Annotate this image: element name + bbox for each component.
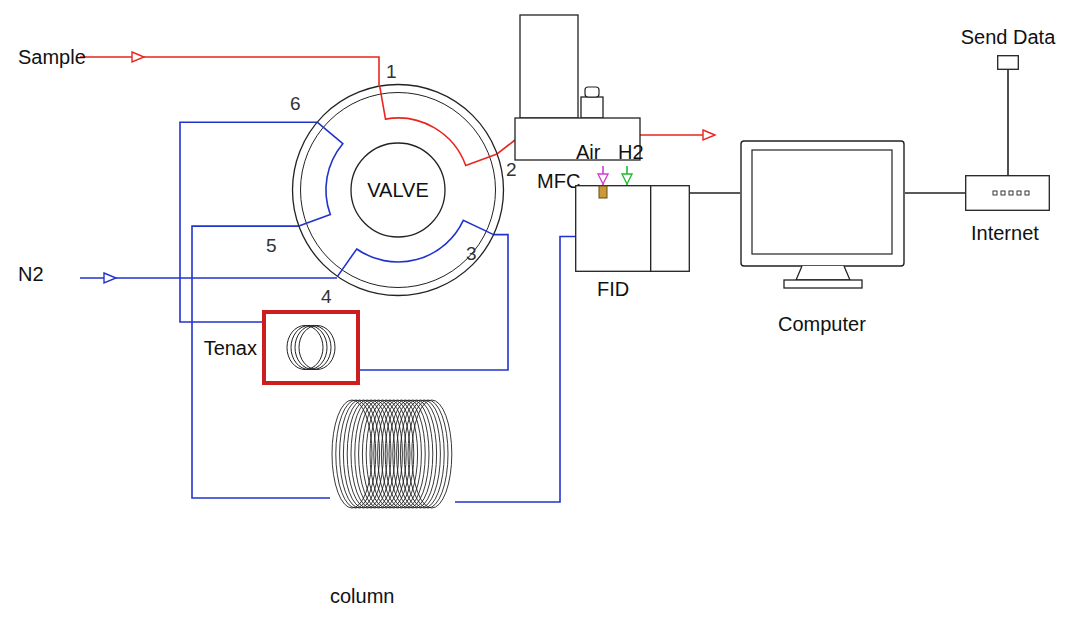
node-shape	[515, 15, 640, 162]
router-led	[1025, 191, 1029, 195]
n2-arrow	[104, 273, 116, 283]
node-shape	[740, 140, 905, 290]
node-label: column	[330, 584, 394, 608]
monitor-stand	[796, 266, 850, 280]
valve-ring	[301, 93, 496, 288]
fid-detector: FID	[575, 185, 690, 272]
port-number: 4	[321, 285, 332, 309]
monitor-base	[784, 280, 862, 288]
valve-groove	[380, 86, 497, 165]
node-label: Computer	[778, 312, 866, 336]
node-shape	[997, 55, 1019, 70]
node-shape	[330, 398, 455, 510]
send-data-box: Send Data	[997, 55, 1019, 70]
node-shape	[965, 175, 1050, 211]
column-coil	[385, 400, 425, 508]
trap-coil	[295, 326, 331, 370]
trap-coil	[299, 326, 335, 370]
mfc-knob	[581, 97, 603, 118]
outlet-arrow	[703, 130, 715, 140]
mfc-body	[520, 15, 578, 118]
port-number: 2	[506, 158, 517, 182]
trap-coil	[287, 326, 323, 370]
tenax-box	[264, 312, 358, 383]
node-shape	[575, 185, 690, 272]
tube-line	[690, 192, 740, 194]
fid-body	[576, 186, 651, 272]
port-number: 5	[266, 234, 277, 258]
flow-label: H2	[618, 140, 644, 164]
node-label: FID	[597, 277, 629, 301]
valve-groove	[338, 220, 494, 276]
valve-circle: VALVE	[291, 83, 505, 297]
valve-rotor	[351, 143, 445, 237]
valve-body	[293, 85, 504, 296]
column-coil	[408, 400, 448, 508]
node-label: Internet	[971, 221, 1039, 245]
column-coil-node: column	[330, 398, 455, 510]
mfc-cap	[585, 87, 599, 97]
flow-label: Sample	[18, 45, 86, 69]
monitor-screen	[752, 150, 892, 254]
node-label: VALVE	[367, 178, 429, 202]
flow-label: Air	[576, 140, 600, 164]
tenax-trap: Tenax	[262, 310, 360, 385]
tube-line	[497, 140, 515, 154]
port-number: 6	[290, 92, 301, 116]
tube-line	[455, 237, 575, 503]
node-label: Send Data	[961, 25, 1056, 49]
node-label: MFC	[537, 169, 580, 193]
sample-line	[80, 57, 379, 85]
port-number: 3	[466, 242, 477, 266]
column-coil	[400, 400, 440, 508]
tube-line	[1007, 70, 1009, 175]
column-coil	[404, 400, 444, 508]
column-coil	[393, 400, 433, 508]
router-led	[993, 191, 997, 195]
air-arrow	[598, 174, 608, 184]
column-coil	[381, 400, 421, 508]
trap-coil	[291, 326, 327, 370]
send-box	[998, 56, 1019, 70]
tube-line	[180, 122, 317, 322]
mfc-device: MFC	[515, 15, 640, 162]
column-coil	[397, 400, 437, 508]
flow-label: N2	[18, 262, 44, 286]
h2-arrow	[622, 174, 632, 184]
node-shape	[262, 310, 360, 385]
router-led	[1017, 191, 1021, 195]
n2-line	[80, 277, 337, 279]
gas-fitting	[599, 186, 607, 198]
valve-groove	[299, 122, 343, 226]
router-led	[1001, 191, 1005, 195]
column-coil	[412, 400, 452, 508]
node-label: Tenax	[204, 336, 257, 360]
router-box	[966, 176, 1050, 211]
column-coil	[389, 400, 429, 508]
monitor-frame	[741, 141, 904, 266]
tube-line	[905, 192, 965, 194]
fid-electronics	[651, 186, 690, 272]
computer-monitor: Computer	[740, 140, 905, 290]
sample-arrow	[132, 52, 144, 62]
router-led	[1009, 191, 1013, 195]
port-number: 1	[386, 60, 397, 84]
internet-router: Internet	[965, 175, 1050, 211]
